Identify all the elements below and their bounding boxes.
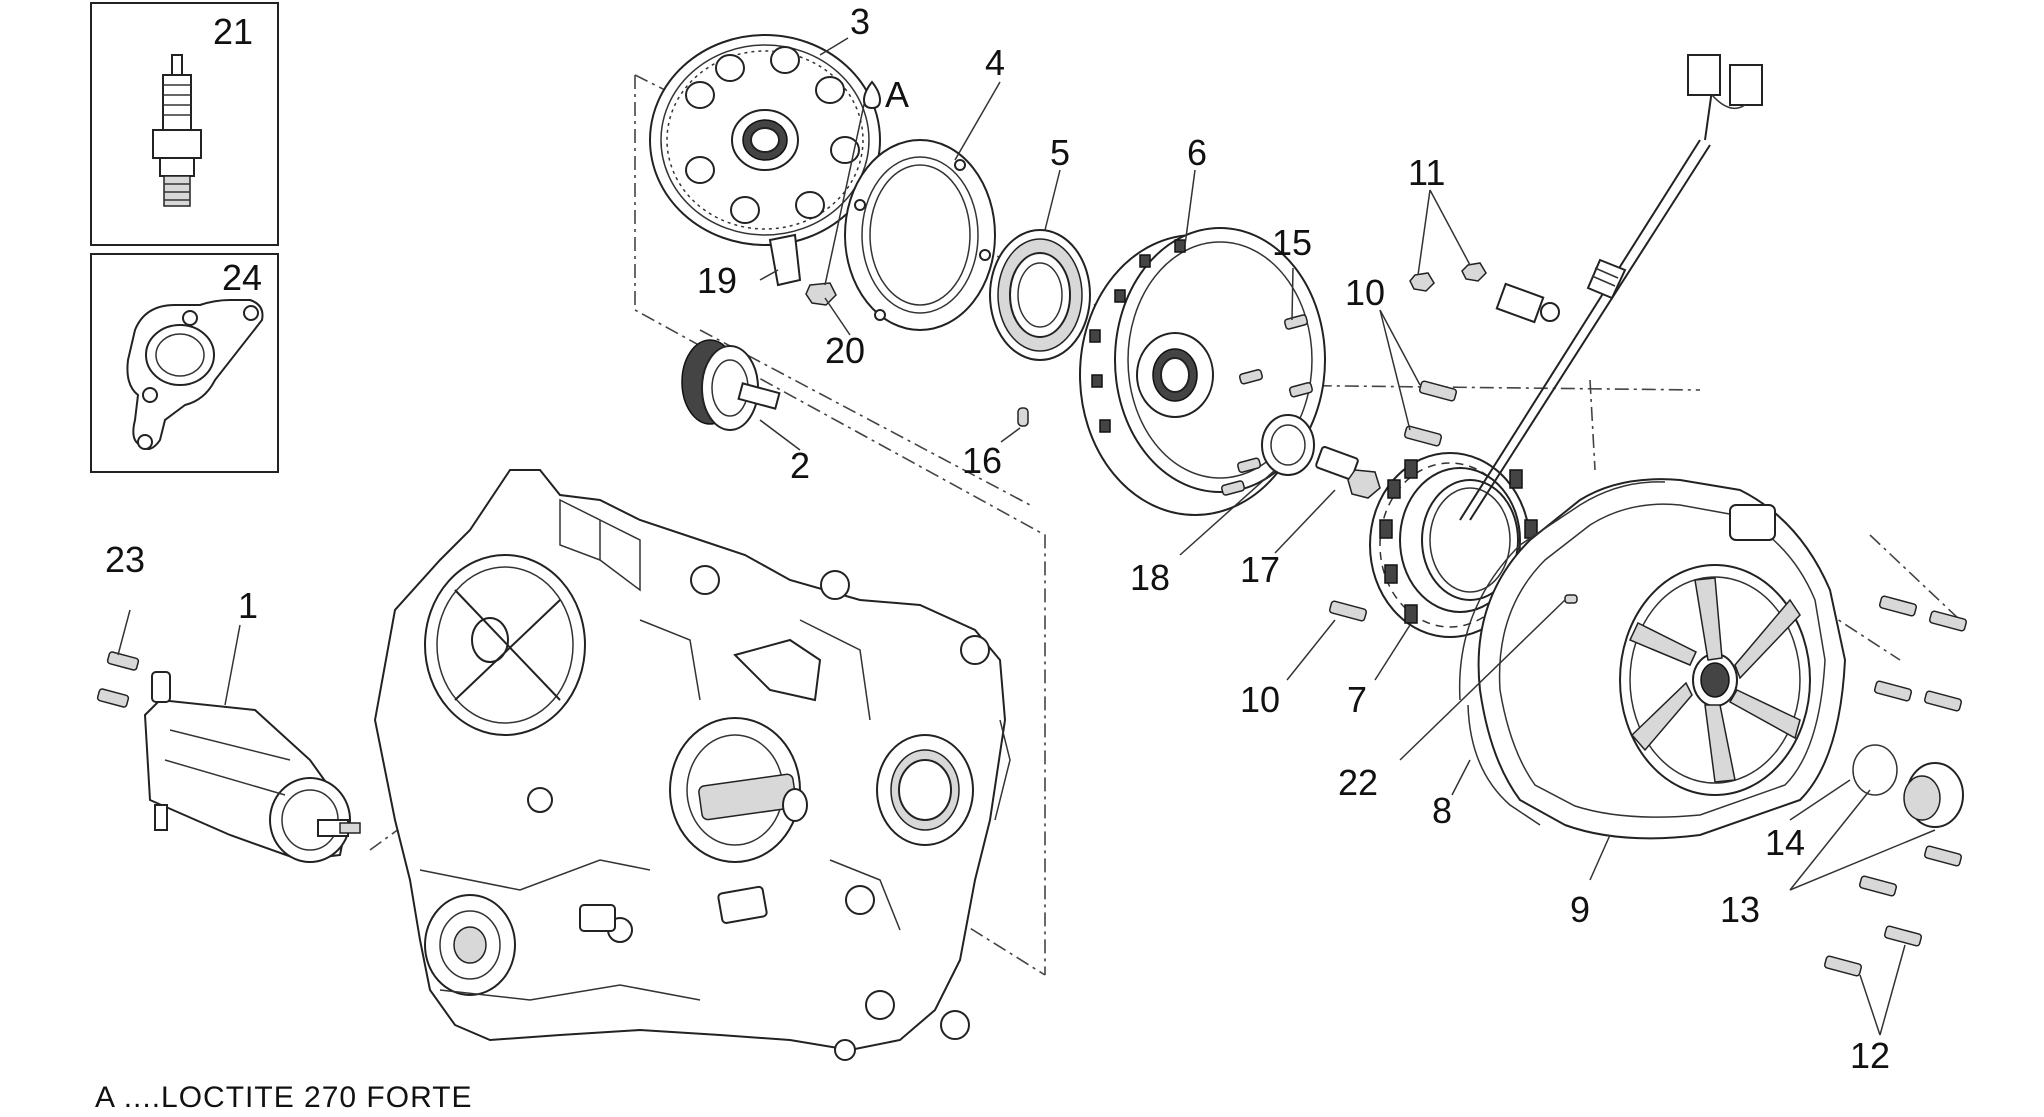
inset-box-gasket bbox=[90, 253, 279, 473]
callout-8: 8 bbox=[1432, 790, 1452, 831]
callout-10-bottom: 10 bbox=[1240, 679, 1280, 720]
cover-bolts-part-12 bbox=[1823, 595, 1968, 977]
callout-16: 16 bbox=[962, 440, 1002, 481]
clip-part-19 bbox=[768, 233, 802, 287]
callout-2: 2 bbox=[790, 445, 810, 486]
loctite-drop-icon bbox=[862, 80, 882, 110]
bearing-part-5 bbox=[989, 229, 1091, 361]
callout-20: 20 bbox=[825, 330, 865, 371]
cover-ring-part-4 bbox=[844, 139, 996, 331]
stator-part-7 bbox=[1369, 452, 1538, 638]
callout-1: 1 bbox=[238, 585, 258, 626]
generator-cover-part-9 bbox=[1477, 478, 1847, 840]
callout-21: 21 bbox=[213, 11, 253, 52]
callout-5: 5 bbox=[1050, 132, 1070, 173]
bolts-part-23 bbox=[96, 651, 140, 708]
crankcase bbox=[373, 469, 1011, 1061]
callout-9: 9 bbox=[1570, 889, 1590, 930]
callout-22: 22 bbox=[1338, 762, 1378, 803]
screws-part-15 bbox=[1221, 314, 1313, 496]
callout-11: 11 bbox=[1408, 152, 1445, 193]
o-ring-part-14 bbox=[1852, 744, 1898, 796]
callout-7: 7 bbox=[1347, 679, 1367, 720]
callout-14: 14 bbox=[1765, 822, 1805, 863]
pickup-sensor-part-11 bbox=[1409, 262, 1560, 324]
wiring-harness bbox=[1459, 54, 1763, 521]
bolts-part-10 bbox=[1328, 380, 1458, 622]
washer-part-18 bbox=[1261, 414, 1315, 476]
callout-3: 3 bbox=[850, 1, 870, 42]
inset-box-spark-plug bbox=[90, 2, 279, 246]
loctite-footnote: A ....LOCTITE 270 FORTE bbox=[95, 1081, 473, 1114]
callout-labels: 3 A 4 5 6 15 11 10 19 20 2 16 18 17 10 7… bbox=[105, 1, 1890, 1076]
dowel-part-22 bbox=[1564, 594, 1578, 604]
starter-motor-part-1 bbox=[143, 671, 361, 863]
callout-13: 13 bbox=[1720, 889, 1760, 930]
callout-4: 4 bbox=[985, 42, 1005, 83]
callout-15: 15 bbox=[1272, 222, 1312, 263]
bolt-part-17 bbox=[1315, 446, 1381, 499]
dowel-pin-part-16 bbox=[1017, 407, 1029, 427]
callout-17: 17 bbox=[1240, 549, 1280, 590]
starter-gear-part-3 bbox=[649, 34, 881, 246]
callout-10-top: 10 bbox=[1345, 272, 1385, 313]
cover-gasket-part-8 bbox=[1458, 481, 1666, 826]
bolt-part-20 bbox=[805, 282, 837, 306]
leader-lines bbox=[117, 37, 1936, 1036]
callout-18: 18 bbox=[1130, 557, 1170, 598]
inspection-plug-part-13 bbox=[1903, 762, 1964, 828]
callout-19: 19 bbox=[697, 260, 737, 301]
idler-gear-part-2 bbox=[681, 339, 781, 431]
callout-24: 24 bbox=[222, 257, 262, 298]
callout-6: 6 bbox=[1187, 132, 1207, 173]
callout-23: 23 bbox=[105, 539, 145, 580]
loctite-marker-a: A bbox=[885, 74, 909, 115]
gasket-drawing bbox=[126, 299, 264, 450]
callout-12: 12 bbox=[1850, 1035, 1890, 1076]
spark-plug-drawing bbox=[152, 54, 202, 207]
